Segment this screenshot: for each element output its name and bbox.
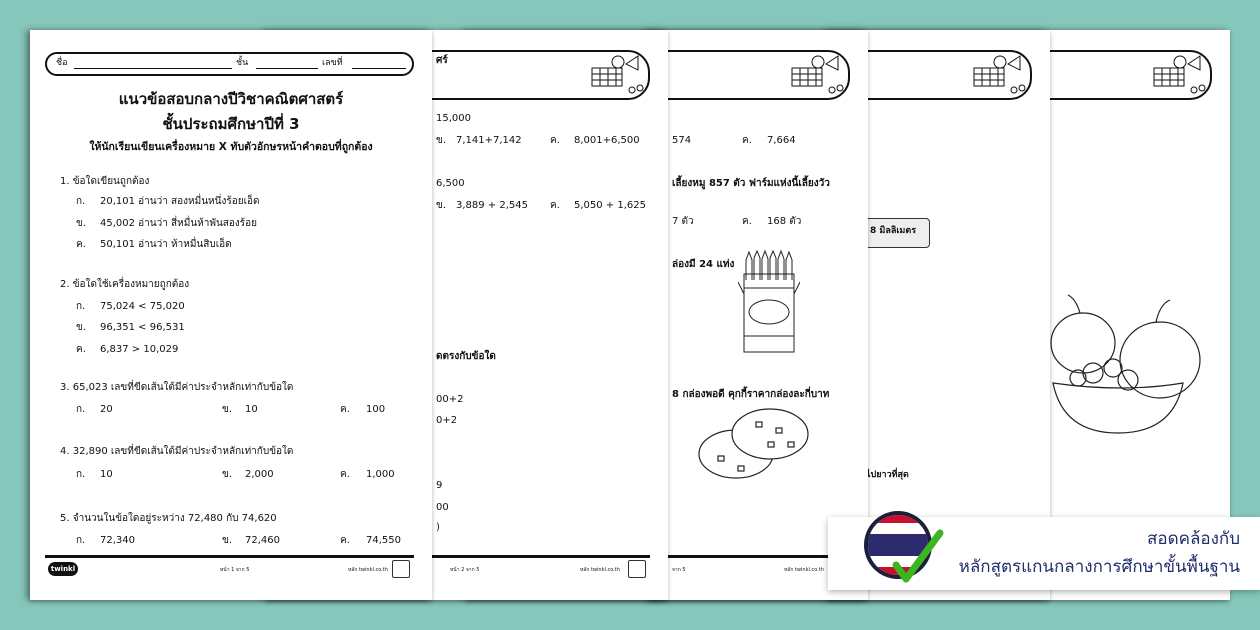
worksheet-title: แนวข้อสอบกลางปีวิชาคณิตศาสตร์ — [118, 90, 344, 108]
number-field[interactable] — [352, 68, 406, 69]
option-label: ก. — [76, 404, 86, 415]
footer-site: หลัก twinkl.co.th — [580, 567, 620, 573]
question-3: 3. 65,023 เลขที่ขีดเส้นใต้มีค่าประจำหลัก… — [60, 382, 294, 393]
option-text: 00 — [436, 502, 449, 513]
math-shapes-icon — [591, 55, 644, 94]
question-text: ไปยาวที่สุด — [866, 470, 909, 480]
option-label: ข. — [436, 135, 447, 146]
option-text: 96,351 < 96,531 — [100, 322, 185, 333]
option-label: ก. — [76, 469, 86, 480]
answer-box-text: 8 มิลลิเมตร — [870, 226, 917, 236]
footer-page-number: หน้า 1 จาก 5 — [220, 567, 250, 573]
option-label: ข. — [222, 535, 233, 546]
option-text: ) — [436, 522, 440, 533]
option-text: 6,837 > 10,029 — [100, 344, 179, 355]
name-field[interactable] — [74, 68, 232, 69]
option-text: 74,550 — [366, 535, 401, 546]
option-text: 100 — [366, 404, 386, 415]
option-text: 45,002 อ่านว่า สี่หมื่นห้าพันสองร้อย — [100, 218, 258, 229]
footer-page-number: จาก 5 — [672, 567, 686, 573]
option-label: ข. — [222, 469, 233, 480]
option-text: 72,460 — [245, 535, 280, 546]
option-text: 7,141+7,142 — [456, 135, 522, 146]
option-label: ข. — [76, 322, 87, 333]
option-text: 574 — [672, 135, 692, 146]
question-text: 8 กล่องพอดี คุกกี้ราคากล่องละกี่บาท — [672, 389, 830, 400]
option-text: 9 — [436, 480, 443, 491]
twinkl-logo: twinkl — [48, 562, 78, 576]
name-label: ชื่อ — [56, 58, 68, 68]
option-label: ค. — [76, 239, 86, 250]
footer-page-number: หน้า 2 จาก 5 — [450, 567, 480, 573]
footer-site: หลัก twinkl.co.th — [784, 567, 824, 573]
option-label: ข. — [76, 218, 87, 229]
option-text: 20 — [100, 404, 113, 415]
thai-flag-check-icon — [864, 511, 944, 583]
option-label: ค. — [340, 535, 350, 546]
badge-line-2: หลักสูตรแกนกลางการศึกษาขั้นพื้นฐาน — [958, 557, 1240, 577]
option-label: ก. — [76, 535, 86, 546]
option-label: ค. — [340, 469, 350, 480]
class-label: ชั้น — [236, 58, 249, 68]
question-1: 1. ข้อใดเขียนถูกต้อง — [60, 176, 150, 187]
option-label: ค. — [76, 344, 86, 355]
math-shapes-icon — [791, 55, 844, 94]
option-text: 50,101 อ่านว่า ห้าหมื่นสิบเอ็ด — [100, 239, 232, 250]
option-label: ข. — [222, 404, 233, 415]
question-text: ล่องมี 24 แท่ง — [672, 259, 735, 270]
student-info-bar — [45, 52, 414, 76]
class-field[interactable] — [256, 68, 318, 69]
worksheet-subtitle: ชั้นประถมศึกษาปีที่ 3 — [162, 115, 300, 133]
crayon-box-image — [738, 250, 800, 353]
option-label: ค. — [742, 135, 752, 146]
question-text: 6,500 — [436, 178, 465, 189]
option-text: 0+2 — [436, 415, 458, 426]
worksheet-page-1: ชื่อ ชั้น เลขที่ แนวข้อสอบกลางปีวิชาคณิต… — [30, 30, 432, 600]
option-text: 10 — [100, 469, 113, 480]
page-title-fragment: ศร์ — [436, 55, 448, 66]
math-shapes-icon — [1153, 55, 1206, 94]
option-text: 1,000 — [366, 469, 395, 480]
option-label: ค. — [550, 135, 560, 146]
option-text: 5,050 + 1,625 — [574, 200, 646, 211]
option-label: ค. — [340, 404, 350, 415]
question-text: 15,000 — [436, 113, 471, 124]
footer-divider — [281, 555, 650, 558]
option-text: 20,101 อ่านว่า สองหมื่นหนึ่งร้อยเอ็ด — [100, 196, 260, 207]
question-text: เลี้ยงหมู 857 ตัว ฟาร์มแห่งนี้เลี้ยงวัว — [672, 178, 830, 189]
math-shapes-icon — [973, 55, 1026, 94]
instruction: ให้นักเรียนเขียนเครื่องหมาย X ทับตัวอักษ… — [89, 141, 373, 153]
question-2: 2. ข้อใดใช้เครื่องหมายถูกต้อง — [60, 279, 190, 290]
option-text: 10 — [245, 404, 258, 415]
option-text: 8,001+6,500 — [574, 135, 640, 146]
option-text: 3,889 + 2,545 — [456, 200, 528, 211]
option-label: ค. — [550, 200, 560, 211]
option-label: ค. — [742, 216, 752, 227]
option-text: 75,024 < 75,020 — [100, 301, 185, 312]
number-label: เลขที่ — [322, 58, 343, 68]
twinkl-stamp-logo — [628, 560, 646, 578]
footer-site: หลัก twinkl.co.th — [348, 567, 388, 573]
badge-line-1: สอดคล้องกับ — [1146, 529, 1240, 549]
curriculum-badge: สอดคล้องกับ หลักสูตรแกนกลางการศึกษาขั้นพ… — [828, 511, 1260, 590]
option-text: 72,340 — [100, 535, 135, 546]
footer-divider — [45, 555, 414, 558]
option-label: ข. — [436, 200, 447, 211]
pumpkins-salad-image — [1050, 294, 1201, 434]
question-text: ดตรงกับข้อใด — [436, 351, 496, 362]
option-text: 00+2 — [436, 394, 464, 405]
option-label: ก. — [76, 301, 86, 312]
option-text: 7,664 — [767, 135, 796, 146]
question-4: 4. 32,890 เลขที่ขีดเส้นใต้มีค่าประจำหลัก… — [60, 446, 294, 457]
cookies-image — [698, 408, 809, 479]
option-text: 7 ตัว — [672, 216, 694, 227]
twinkl-stamp-logo — [392, 560, 410, 578]
question-5: 5. จำนวนในข้อใดอยู่ระหว่าง 72,480 กับ 74… — [60, 513, 277, 524]
option-text: 2,000 — [245, 469, 274, 480]
option-label: ก. — [76, 196, 86, 207]
option-text: 168 ตัว — [767, 216, 802, 227]
